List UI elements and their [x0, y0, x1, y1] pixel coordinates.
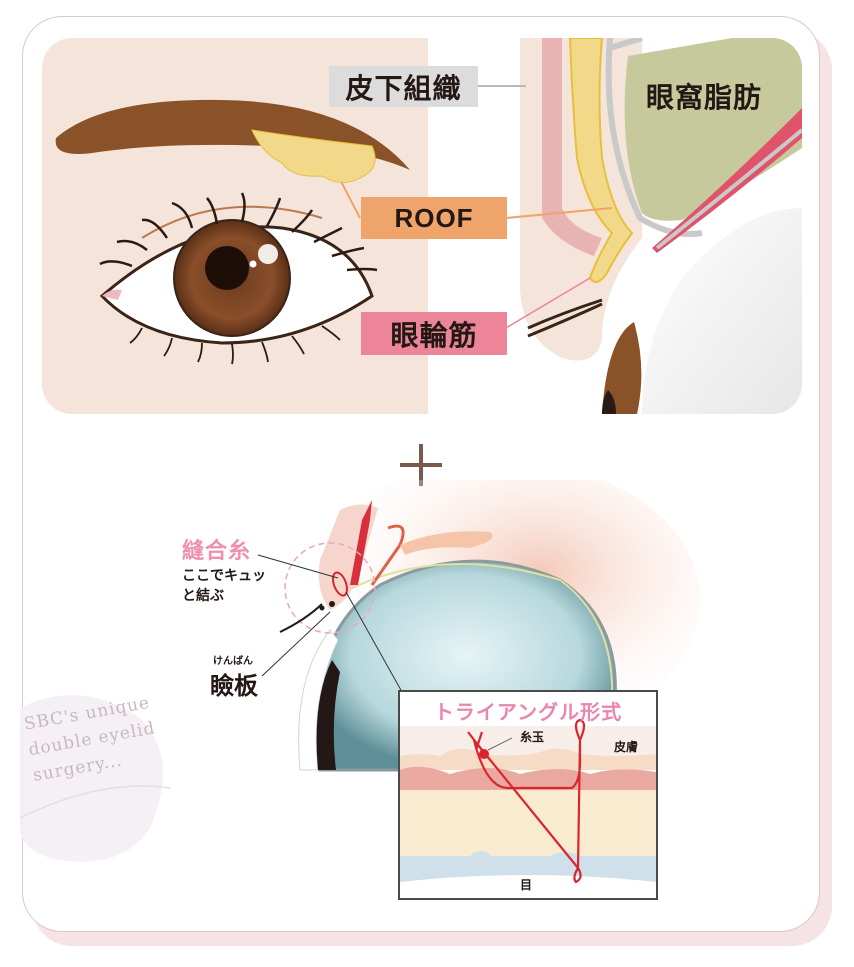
orbital-fat-label: 眼窩脂肪 [645, 81, 762, 114]
roof-label: ROOF [361, 197, 507, 239]
skin-label: 皮膚 [614, 740, 639, 754]
plus-icon [400, 444, 442, 486]
subcutaneous-tissue-label: 皮下組織 [329, 66, 478, 107]
eye-label: 目 [520, 878, 533, 892]
triangle-method-inset: トライアングル形式 糸玉 皮膚 目 [398, 690, 658, 900]
tarsus-furigana: けんばん [213, 656, 253, 667]
suture-note: ここでキュッ と結ぶ [182, 568, 266, 604]
triangle-suture-diagram [400, 718, 656, 884]
watermark-blob [20, 695, 171, 862]
suture-thread-label: 縫合糸 [182, 539, 252, 564]
orbicularis-muscle-label: 眼輪筋 [361, 312, 507, 355]
knot-label: 糸玉 [520, 730, 545, 744]
tarsus-label: 瞼板 [210, 672, 258, 700]
triangle-method-title: トライアングル形式 [433, 700, 623, 724]
